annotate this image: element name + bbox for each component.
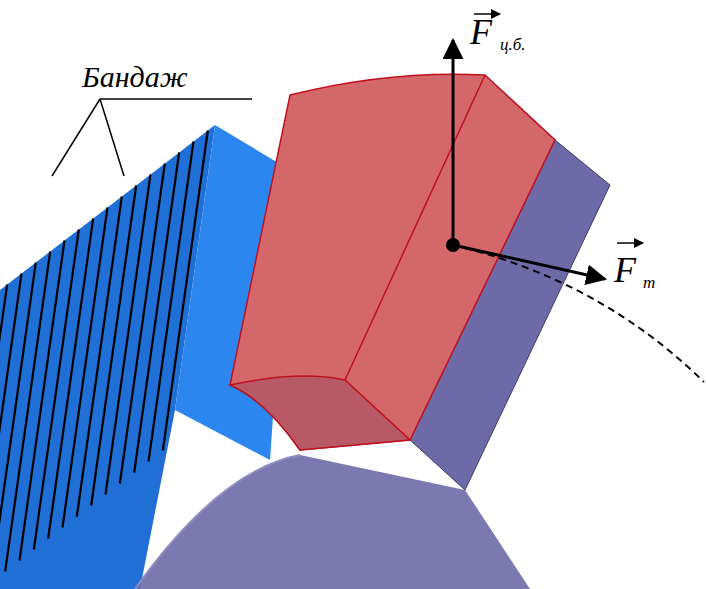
lamination-line	[77, 197, 122, 517]
lamination-line	[0, 274, 22, 589]
lamination-line	[120, 164, 165, 484]
lamination-line	[48, 219, 93, 539]
lamination-line	[63, 208, 108, 528]
lamination-line	[0, 285, 7, 589]
lamination-line	[106, 175, 151, 495]
magnet-front	[230, 74, 555, 450]
magnet-bottom	[230, 376, 410, 450]
lamination-line	[20, 241, 65, 561]
lamination-lines	[0, 131, 208, 589]
rotation-path	[453, 245, 704, 382]
lamination-line	[91, 186, 136, 506]
force-arrow	[452, 40, 455, 245]
vector-bar	[617, 242, 643, 244]
part-label: Бандаж	[82, 62, 188, 92]
lamination-line	[134, 153, 179, 473]
label-underline	[100, 98, 252, 100]
lamination-line	[163, 131, 208, 451]
lamination-line	[34, 230, 79, 550]
force-symbol: F	[614, 252, 636, 288]
lamination-line	[5, 252, 50, 572]
ring-edge	[135, 455, 300, 589]
force-point	[446, 238, 460, 252]
leader-line	[52, 99, 124, 176]
force-symbol: F	[470, 14, 492, 50]
lamination-line	[149, 142, 194, 462]
force-subscript: т	[643, 274, 655, 291]
force-arrow	[453, 245, 605, 279]
magnet-edge	[345, 75, 485, 380]
force-subscript: ц.б.	[500, 36, 526, 53]
lamination-line	[0, 263, 36, 583]
